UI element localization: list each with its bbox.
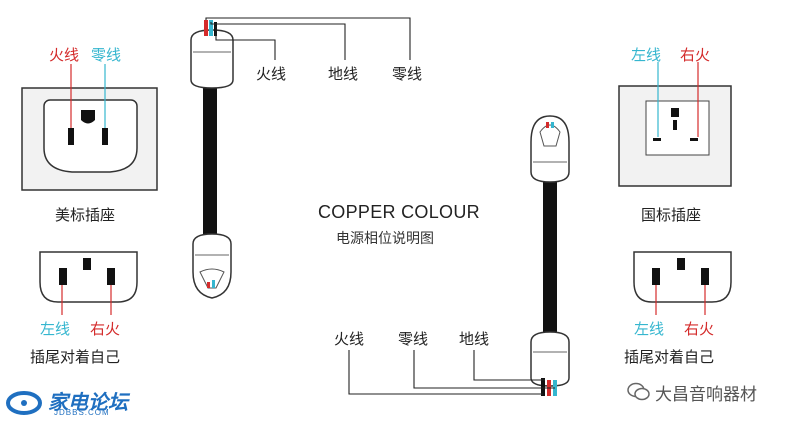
- right-cable: [543, 180, 557, 340]
- diagram-title-en: COPPER COLOUR: [318, 202, 480, 222]
- diagram-title-cn: 电源相位说明图: [336, 231, 434, 247]
- us-socket-live-label: 火线: [49, 46, 80, 64]
- us-socket-slot-left: [68, 128, 74, 145]
- us-tail-caption: 插尾对着自己: [30, 348, 121, 366]
- us-socket-ground-hole: [81, 110, 95, 124]
- us-tail-pin-left: [59, 268, 67, 285]
- us-socket-caption: 美标插座: [55, 206, 116, 224]
- swoosh-icon: [6, 391, 42, 415]
- us-tail-left-label: 左线: [40, 320, 71, 338]
- dachang-logo-text: 大昌音响器材: [655, 385, 757, 405]
- jdbbs-logo-text: 家电论坛: [48, 390, 128, 414]
- plug-top-ground-label: 地线: [328, 65, 359, 83]
- dachang-logo: 大昌音响器材: [627, 378, 787, 408]
- cn-tail-caption: 插尾对着自己: [624, 348, 715, 366]
- us-tail-pin-center: [83, 258, 91, 270]
- left-top-plug: [190, 29, 234, 89]
- cn-socket-left-label: 左线: [631, 46, 662, 64]
- left-cable: [203, 80, 217, 240]
- us-tail-right-label: 右火: [90, 320, 121, 338]
- plug-bottom-live-label: 火线: [334, 330, 365, 348]
- jdbbs-logo-sub: JDBBS.COM: [54, 408, 110, 417]
- cn-tail-left-label: 左线: [634, 320, 665, 338]
- right-bottom-plug: [530, 331, 570, 387]
- us-socket-face: [43, 99, 138, 173]
- us-tail-pin-right: [107, 268, 115, 285]
- cn-socket-caption: 国标插座: [641, 206, 702, 224]
- us-socket-slot-right: [102, 128, 108, 145]
- jdbbs-logo: 家电论坛 JDBBS.COM: [6, 386, 156, 420]
- plug-bottom-ground-label: 地线: [459, 330, 490, 348]
- left-bottom-plug: [192, 233, 232, 299]
- us-socket-neutral-label: 零线: [91, 46, 122, 64]
- cn-tail-outline: [633, 251, 732, 303]
- wechat-icon: [627, 382, 650, 401]
- us-tail-outline: [39, 251, 138, 303]
- cn-socket-right-label: 右火: [680, 46, 711, 64]
- plug-top-live-label: 火线: [256, 65, 287, 83]
- plug-top-neutral-label: 零线: [392, 65, 423, 83]
- cn-tail-right-label: 右火: [684, 320, 715, 338]
- plug-bottom-neutral-label: 零线: [398, 330, 429, 348]
